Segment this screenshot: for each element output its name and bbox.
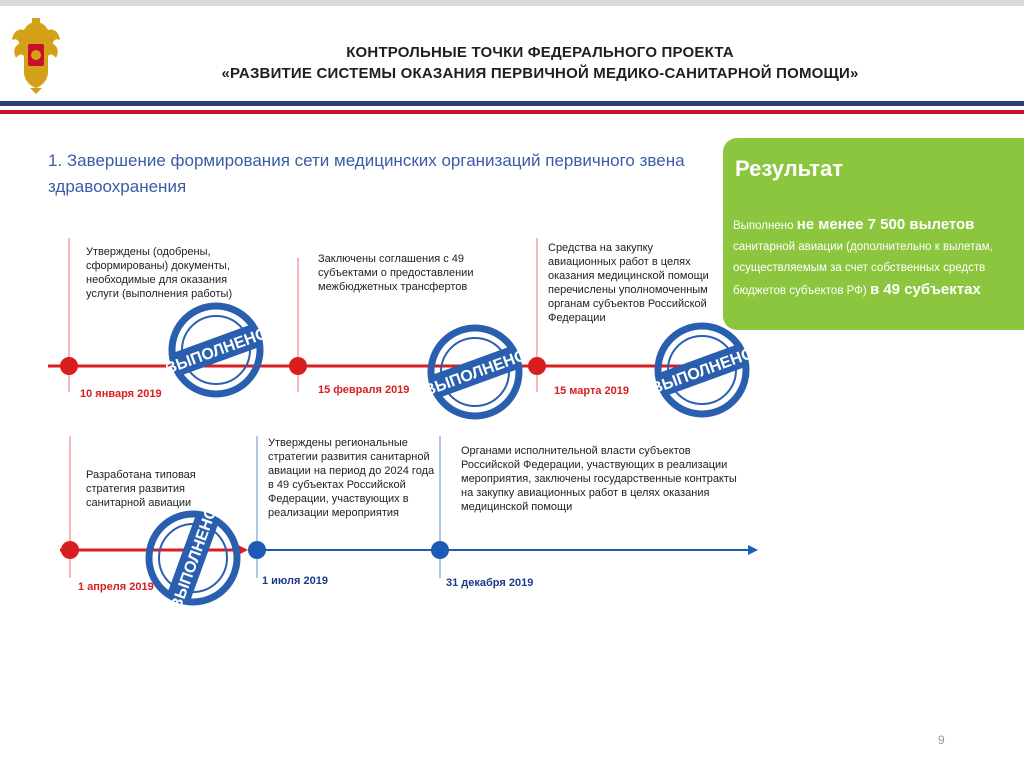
header-stripe-red (0, 110, 1024, 114)
row2-milestone-2-date: 1 июля 2019 (262, 575, 328, 587)
coat-of-arms-emblem (12, 18, 60, 94)
completed-stamp-4: ВЫПОЛНЕНО (145, 508, 241, 608)
header-stripe-navy (0, 101, 1024, 106)
row2-milestone-dot-3 (431, 541, 449, 559)
row1-milestone-1-text: Утверждены (одобрены, сформированы) доку… (86, 246, 233, 300)
row1-milestone-2-date: 15 февраля 2019 (318, 384, 410, 396)
page-number: 9 (938, 733, 945, 747)
row2-milestone-2-text: Утверждены региональные стратегии развит… (268, 437, 435, 519)
row1-milestone-dot-3 (528, 357, 546, 375)
section-title: 1. Завершение формирования сети медицинс… (48, 151, 685, 196)
row1-milestone-3-date: 15 марта 2019 (554, 385, 630, 397)
result-text-prefix: Выполнено (733, 220, 797, 232)
row2-milestone-1-text: Разработана типовая стратегия развития с… (86, 469, 196, 509)
page-header-title: КОНТРОЛЬНЫЕ ТОЧКИ ФЕДЕРАЛЬНОГО ПРОЕКТА «… (150, 42, 930, 84)
header-stripe-white (0, 107, 1024, 109)
row2-milestone-3-date: 31 декабря 2019 (446, 577, 534, 589)
header-title-line1: КОНТРОЛЬНЫЕ ТОЧКИ ФЕДЕРАЛЬНОГО ПРОЕКТА (346, 44, 734, 61)
timeline-row2-blue-arrow (748, 545, 758, 555)
row1-milestone-dot-1 (60, 357, 78, 375)
row1-milestone-dot-2 (289, 357, 307, 375)
result-text-highlight-flights: не менее 7 500 вылетов (796, 216, 975, 233)
completed-stamp-2: ВЫПОЛНЕНО (425, 324, 525, 420)
row2-milestone-dot-1 (61, 541, 79, 559)
completed-stamp-3: ВЫПОЛНЕНО (652, 322, 752, 418)
result-text: Выполнено не менее 7 500 вылетов санитар… (733, 214, 1019, 302)
result-text-middle: санитарной авиации (дополнительно к выле… (733, 241, 993, 297)
result-text-highlight-regions: в 49 субъектах (869, 281, 981, 298)
row1-milestone-2-text: Заключены соглашения с 49 субъектами о п… (318, 253, 474, 293)
top-border (0, 0, 1024, 6)
row1-milestone-3-text: Средства на закупку авиационных работ в … (548, 242, 709, 324)
result-title: Результат (735, 156, 844, 181)
completed-stamp-1: ВЫПОЛНЕНО (166, 302, 266, 398)
row2-milestone-3-text: Органами исполнительной власти субъектов… (461, 445, 737, 513)
row2-milestone-dot-2 (248, 541, 266, 559)
result-box: Результат Выполнено не менее 7 500 вылет… (723, 138, 1024, 330)
row2-milestone-1-date: 1 апреля 2019 (78, 581, 154, 593)
header-title-line2: «РАЗВИТИЕ СИСТЕМЫ ОКАЗАНИЯ ПЕРВИЧНОЙ МЕД… (221, 65, 859, 82)
row1-milestone-1-date: 10 января 2019 (80, 388, 162, 400)
